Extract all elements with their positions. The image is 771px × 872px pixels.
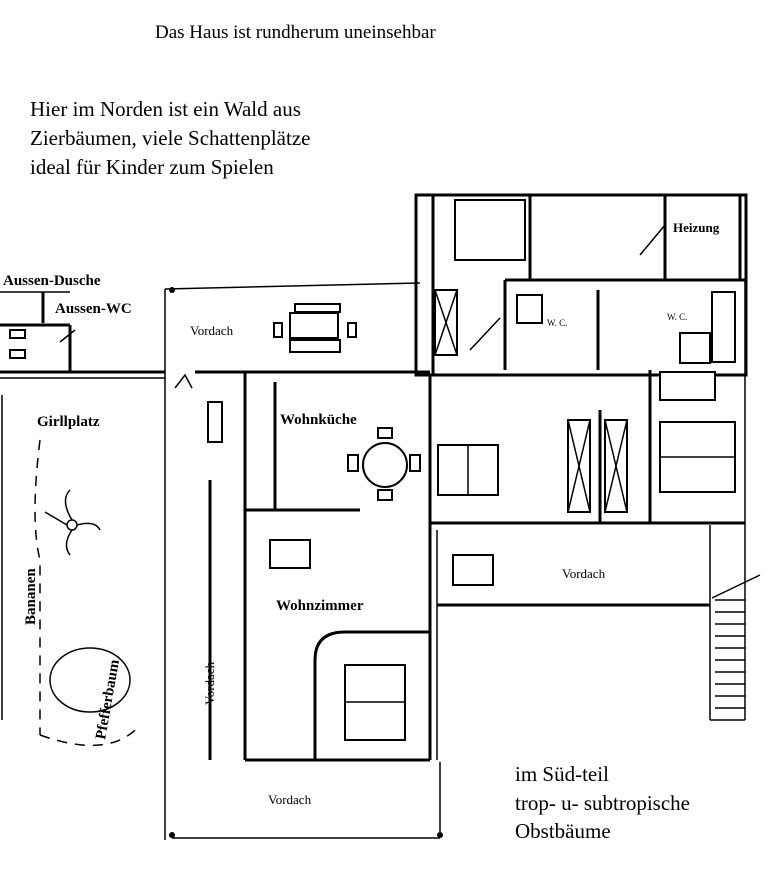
label-aussen-wc: Aussen-WC <box>55 301 132 317</box>
label-vordach-east: Vordach <box>562 566 606 581</box>
label-vordach-north: Vordach <box>190 323 234 338</box>
plan-title: Das Haus ist rundherum uneinsehbar <box>155 22 436 43</box>
label-bananen: Bananen <box>23 568 39 625</box>
label-pfefferbaum: Pfefferbaum <box>93 658 123 741</box>
furniture <box>9 199 736 838</box>
label-wohnzimmer: Wohnzimmer <box>276 598 364 614</box>
label-wc-1: W. C. <box>547 318 567 328</box>
label-vordach-south: Vordach <box>268 792 312 807</box>
south-note-line-2: trop- u- subtropische <box>515 791 690 815</box>
north-note-line-2: Zierbäumen, viele Schattenplätze <box>30 126 310 150</box>
north-note-line-1: Hier im Norden ist ein Wald aus <box>30 97 301 121</box>
north-note-line-3: ideal für Kinder zum Spielen <box>30 155 274 179</box>
label-aussen-dusche: Aussen-Dusche <box>3 273 101 289</box>
label-wc-2: W. C. <box>667 312 687 322</box>
label-girllplatz: Girllplatz <box>37 414 100 430</box>
south-note-line-1: im Süd-teil <box>515 762 609 786</box>
label-heizung: Heizung <box>673 220 720 235</box>
label-vordach-west: Vordach <box>202 661 217 705</box>
south-note-line-3: Obstbäume <box>515 819 611 843</box>
label-wohnkueche: Wohnküche <box>280 412 357 428</box>
walls <box>0 193 761 840</box>
